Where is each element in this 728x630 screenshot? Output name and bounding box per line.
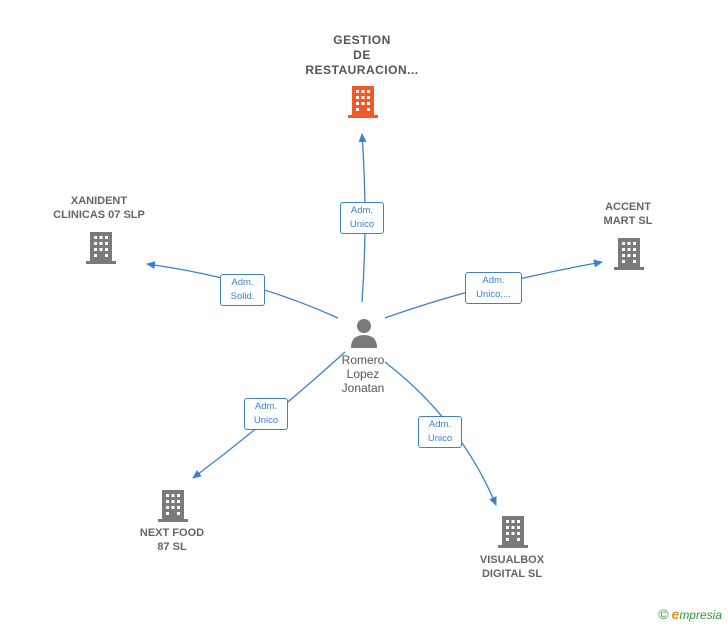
- relation-label-left: Adm. Solid.: [220, 274, 265, 306]
- copyright-symbol: ©: [658, 606, 669, 622]
- company-label-left[interactable]: XANIDENT CLINICAS 07 SLP: [53, 195, 145, 221]
- person-icon[interactable]: [350, 318, 378, 348]
- building-icon[interactable]: [158, 488, 188, 522]
- building-icon[interactable]: [498, 514, 528, 548]
- relation-label-bottom-right: Adm. Unico: [418, 416, 462, 448]
- relation-label-right: Adm. Unico,...: [465, 272, 522, 304]
- company-label-top[interactable]: GESTION DE RESTAURACION...: [305, 33, 419, 77]
- company-label-bottom-right[interactable]: VISUALBOX DIGITAL SL: [479, 554, 545, 580]
- brand-logo-e: e: [671, 606, 680, 622]
- brand-logo-text: mpresia: [679, 608, 722, 622]
- building-icon[interactable]: [614, 236, 644, 270]
- person-name[interactable]: Romero Lopez Jonatan: [341, 353, 385, 395]
- company-label-bottom-left[interactable]: NEXT FOOD 87 SL: [139, 527, 205, 553]
- building-icon[interactable]: [86, 230, 116, 264]
- relation-label-top: Adm. Unico: [340, 202, 384, 234]
- company-label-right[interactable]: ACCENT MART SL: [603, 201, 653, 227]
- brand-footer: ©empresia: [658, 606, 722, 622]
- relation-label-bottom-left: Adm. Unico: [244, 398, 288, 430]
- building-icon[interactable]: [348, 84, 378, 118]
